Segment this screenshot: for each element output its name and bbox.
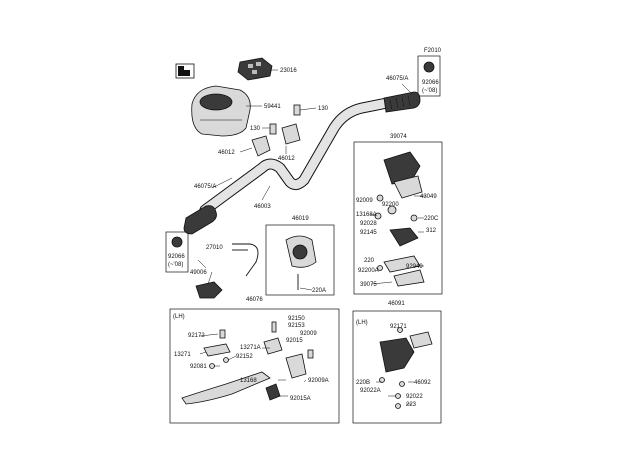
label-220b: 220B (356, 380, 370, 386)
front-arrow-icon (175, 63, 195, 79)
label-92200a: 92200A (358, 268, 379, 274)
label-13271: 13271 (174, 352, 191, 358)
label-223: 223 (406, 402, 417, 408)
label-220a: 220A (312, 288, 326, 294)
label-39075: 39075 (360, 282, 377, 288)
label-92145: 92145 (360, 230, 377, 236)
label-23016: 23016 (280, 68, 297, 74)
lever-assembly-box-lh (169, 308, 340, 424)
label-92171: 92171 (390, 324, 407, 330)
wire-part (232, 243, 259, 277)
grip-end-box (165, 231, 189, 273)
label-92022a: 92022A (360, 388, 381, 394)
label-92066-top-note: (~'08) (422, 88, 437, 94)
label-312: 312 (426, 228, 437, 234)
figure-code: F2010 (424, 48, 442, 54)
label-92049: 92049 (406, 264, 423, 270)
clutch-lever-assembly-part (181, 321, 314, 405)
switch-box (265, 224, 335, 296)
label-46012-left: 46012 (218, 150, 235, 156)
cap-part (195, 281, 223, 299)
label-92153: 92153 (288, 323, 305, 329)
label-92028: 92028 (360, 221, 377, 227)
label-39074: 39074 (390, 134, 407, 140)
label-46019: 46019 (292, 216, 309, 222)
label-43049: 43049 (420, 194, 437, 200)
clamp-part (251, 123, 301, 157)
label-92022: 92022 (406, 394, 423, 400)
handlebar-cover-part (191, 85, 251, 137)
left-grip-part (183, 205, 217, 235)
label-46092: 46092 (414, 380, 431, 386)
label-59441: 59441 (264, 104, 281, 110)
handlebar-part (199, 96, 398, 216)
label-lh-left: (LH) (173, 314, 185, 320)
label-46075a-left: 46075/A (194, 184, 216, 190)
label-92066-left-note: (~'08) (168, 262, 183, 268)
indicator-unit-part (237, 57, 273, 81)
part-labels: F2010 23016 59441 130 130 46012 46012 46… (168, 48, 442, 408)
label-lh-right: (LH) (356, 320, 368, 326)
grip-end-box-top (417, 55, 441, 97)
brake-lever-box-lh (352, 310, 442, 424)
label-92152: 92152 (236, 354, 253, 360)
right-grip-part (383, 91, 421, 113)
label-130-left: 130 (250, 126, 261, 132)
label-46075a-top: 46075/A (386, 76, 408, 82)
label-92009b: 92009 (300, 331, 317, 337)
label-92081: 92081 (190, 364, 207, 370)
label-92066-top: 92066 (422, 80, 439, 86)
throttle-case-box (353, 141, 443, 295)
label-92150: 92150 (288, 316, 305, 322)
label-46076: 46076 (246, 297, 263, 303)
label-92200: 92200 (382, 202, 399, 208)
label-46003: 46003 (254, 204, 271, 210)
label-92015a: 92015A (290, 396, 311, 402)
label-220: 220 (364, 258, 375, 264)
brake-lever-assembly-part (379, 327, 433, 409)
switch-housing-part (285, 235, 317, 290)
label-92015: 92015 (286, 338, 303, 344)
grip-end-cap-part (171, 61, 435, 248)
label-13168: 13168 (240, 378, 257, 384)
label-92009: 92009 (356, 198, 373, 204)
label-220c: 220C (424, 216, 439, 222)
label-13168a: 13168A (356, 212, 377, 218)
label-92066-left: 92066 (168, 254, 185, 260)
throttle-case-part (374, 151, 425, 287)
label-13271a: 13271A (240, 345, 261, 351)
label-92009a: 92009A (308, 378, 329, 384)
label-27010: 27010 (206, 245, 223, 251)
label-49006: 49006 (190, 270, 207, 276)
label-92172: 92172 (188, 333, 205, 339)
label-130-right: 130 (318, 106, 329, 112)
leader-lines (197, 69, 426, 405)
label-46091: 46091 (388, 301, 405, 307)
label-46012-right: 46012 (278, 156, 295, 162)
